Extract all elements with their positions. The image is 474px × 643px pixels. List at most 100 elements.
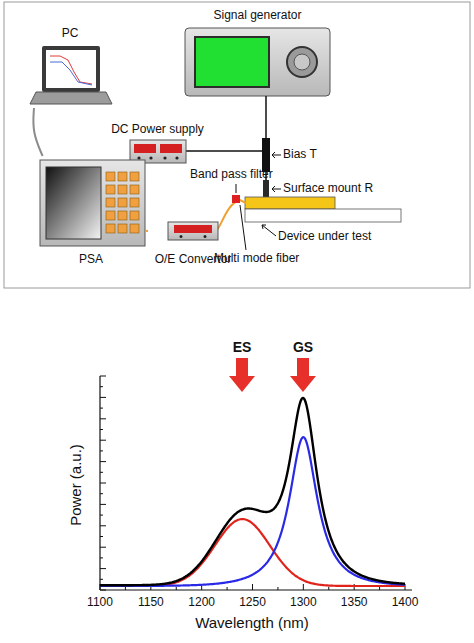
- device-under-test: [245, 197, 401, 222]
- equipment-label: PSA: [79, 252, 103, 266]
- signal-generator-symbol: [185, 28, 330, 96]
- equipment-label: PC: [62, 26, 79, 40]
- signal-generator-symbol: [195, 37, 269, 87]
- keypad: [106, 172, 115, 181]
- part-label: Band pass filter: [190, 168, 273, 182]
- laptop-symbol: [30, 92, 112, 104]
- spectrum-chart: [100, 397, 106, 398]
- spectrum-chart: [303, 584, 304, 590]
- part-label: Device under test: [278, 230, 371, 244]
- keypad: [118, 211, 127, 220]
- oe-convertor-symbol: [168, 222, 218, 240]
- dc-power-supply-symbol: [175, 156, 178, 159]
- keypad: [118, 224, 127, 233]
- spectrum-chart: [100, 376, 412, 590]
- leader-lines: [236, 152, 281, 250]
- spectrum-chart: [100, 376, 106, 377]
- leader-lines: [236, 184, 237, 193]
- leader-lines: [272, 152, 281, 158]
- part-label: Bias T: [283, 148, 317, 162]
- spectrum-chart: [100, 525, 106, 526]
- oe-convertor-symbol: [180, 235, 183, 238]
- equipment-label: Signal generator: [213, 8, 301, 22]
- spectrum-chart: [100, 440, 106, 441]
- signal-wire: [265, 96, 267, 138]
- keypad: [130, 224, 139, 233]
- band-pass-filter-symbol: [232, 195, 240, 203]
- laptop-symbol: [46, 50, 96, 88]
- total-curve: [100, 398, 405, 585]
- leader-lines: [272, 186, 281, 192]
- spectrum-chart: [100, 483, 106, 484]
- tick-label: 1150: [138, 596, 164, 610]
- spectrum-chart: [100, 429, 103, 430]
- leader-lines: [240, 205, 246, 250]
- laptop-symbol: [50, 56, 92, 84]
- spectrum-chart: [100, 493, 103, 494]
- spectrum-chart: [100, 450, 103, 451]
- equipment-node: PC: [25, 26, 115, 108]
- psa-symbol: [46, 167, 101, 239]
- dc-power-supply-symbol: [149, 156, 152, 159]
- keypad: [130, 185, 139, 194]
- tick-label: 1100: [87, 596, 113, 610]
- laptop-symbol: [42, 46, 100, 92]
- spectrum-chart: [100, 515, 103, 516]
- spectrum-chart: [100, 418, 106, 419]
- resistor-symbol: [263, 180, 269, 197]
- spectrum-chart: [100, 386, 103, 387]
- keypad: [106, 172, 139, 233]
- equipment-label: DC Power supply: [111, 122, 204, 136]
- oe-convertor-symbol: [204, 235, 207, 238]
- laptop-symbol: [30, 46, 112, 104]
- spectrum-chart: [100, 536, 103, 537]
- equipment-node: PSA: [36, 156, 146, 266]
- spectrum-chart: [100, 589, 412, 590]
- psa-symbol: [40, 160, 145, 246]
- keypad: [130, 172, 139, 181]
- gs-curve: [100, 437, 405, 586]
- signal-wire: [186, 150, 262, 152]
- dc-power-supply-symbol: [163, 156, 166, 159]
- spectrum-chart: [100, 547, 106, 548]
- spectrum-chart: [176, 587, 177, 590]
- tick-label: 1350: [341, 596, 368, 610]
- part-label: Surface mount R: [283, 182, 373, 196]
- keypad: [130, 211, 139, 220]
- spectrum-chart: [277, 587, 278, 590]
- keypad: [106, 211, 115, 220]
- equipment-node: Signal generator: [180, 8, 335, 100]
- setup-frame: [4, 2, 470, 288]
- keypad: [118, 198, 127, 207]
- spectrum-chart: [328, 587, 329, 590]
- dc-power-supply-symbol: [137, 156, 140, 159]
- cable: [146, 230, 148, 232]
- tick-label: 1300: [290, 596, 317, 610]
- part-label: Multi mode fiber: [214, 252, 299, 266]
- state-arrows: [229, 358, 255, 392]
- spectrum-chart: [227, 587, 228, 590]
- state-label: ES: [233, 339, 252, 355]
- device-under-test: [245, 209, 401, 222]
- spectrum-chart: [100, 472, 103, 473]
- equipment-node: DC Power supply: [105, 122, 210, 165]
- cable: [33, 108, 42, 156]
- keypad: [106, 224, 115, 233]
- laptop-symbol: [50, 62, 92, 85]
- axis-title: Power (a.u.): [67, 444, 84, 526]
- tick-label: 1200: [188, 596, 215, 610]
- dc-power-supply-symbol: [134, 144, 156, 153]
- psa-symbol: [40, 160, 145, 246]
- keypad: [130, 198, 139, 207]
- spectrum-chart: [100, 568, 106, 569]
- spectrum-chart: [379, 587, 380, 590]
- tick-label: 1400: [392, 596, 419, 610]
- leader-lines: [262, 225, 276, 236]
- band-pass-filter-symbol: [232, 195, 240, 203]
- state-arrows: [290, 358, 316, 392]
- state-arrows: [229, 358, 316, 392]
- spectrum-chart: [100, 557, 103, 558]
